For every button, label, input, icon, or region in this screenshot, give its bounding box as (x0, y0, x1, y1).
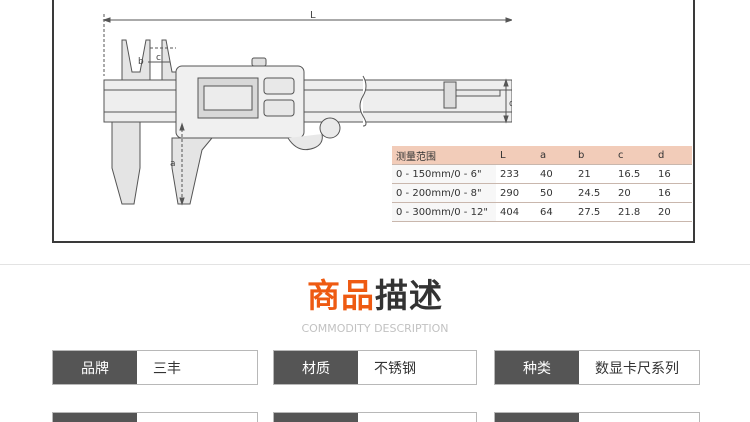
table-cell: 64 (536, 202, 574, 222)
table-cell: 16.5 (614, 164, 654, 184)
attribute-key: 材质 (274, 351, 358, 384)
section-title: 商品描述 (0, 276, 750, 316)
table-cell: 27.5 (574, 202, 614, 222)
table-row: 0 - 300mm/0 - 12" 404 64 27.5 21.8 20 (392, 202, 692, 222)
dim-label-a: a (170, 159, 176, 169)
table-cell: 20 (614, 183, 654, 203)
table-cell: 0 - 200mm/0 - 8" (392, 183, 496, 203)
section-title-part1: 商品 (307, 276, 375, 315)
attribute-value: 三丰 (153, 360, 181, 377)
section-title-part2: 描述 (375, 276, 443, 315)
attribute-row-partial (494, 412, 700, 422)
spec-table-header-row: 测量范围 L a b c d (392, 146, 692, 165)
table-cell: 21 (574, 164, 614, 184)
table-cell: 20 (654, 202, 692, 222)
dim-label-c: c (156, 53, 161, 63)
attribute-value: 数显卡尺系列 (595, 360, 679, 377)
table-cell: 404 (496, 202, 536, 222)
spec-header-range: 测量范围 (392, 146, 496, 165)
dim-label-b: b (138, 57, 144, 67)
attribute-value: 不锈钢 (374, 360, 416, 377)
spec-header-c: c (614, 146, 654, 165)
attribute-key: 品牌 (53, 351, 137, 384)
attribute-row-partial (273, 412, 477, 422)
table-cell: 24.5 (574, 183, 614, 203)
table-cell: 233 (496, 164, 536, 184)
caliper-drawing: L b c d a (102, 10, 512, 206)
spec-header-b: b (574, 146, 614, 165)
dim-label-L: L (310, 10, 316, 21)
table-cell: 0 - 300mm/0 - 12" (392, 202, 496, 222)
table-cell: 16 (654, 183, 692, 203)
table-row: 0 - 150mm/0 - 6" 233 40 21 16.5 16 (392, 164, 692, 184)
spec-header-L: L (496, 146, 536, 165)
spec-table: 测量范围 L a b c d 0 - 150mm/0 - 6" 233 40 2… (392, 146, 692, 222)
dim-label-d: d (509, 99, 512, 109)
spec-header-d: d (654, 146, 692, 165)
attribute-type: 种类 数显卡尺系列 (494, 350, 700, 385)
table-cell: 0 - 150mm/0 - 6" (392, 164, 496, 184)
table-cell: 290 (496, 183, 536, 203)
attribute-key: 种类 (495, 351, 579, 384)
table-cell: 50 (536, 183, 574, 203)
spec-header-a: a (536, 146, 574, 165)
table-row: 0 - 200mm/0 - 8" 290 50 24.5 20 16 (392, 183, 692, 203)
table-cell: 16 (654, 164, 692, 184)
section-divider (0, 264, 750, 265)
table-cell: 40 (536, 164, 574, 184)
section-subtitle: COMMODITY DESCRIPTION (301, 322, 449, 335)
attribute-material: 材质 不锈钢 (273, 350, 477, 385)
attribute-row-partial (52, 412, 258, 422)
attribute-brand: 品牌 三丰 (52, 350, 258, 385)
table-cell: 21.8 (614, 202, 654, 222)
